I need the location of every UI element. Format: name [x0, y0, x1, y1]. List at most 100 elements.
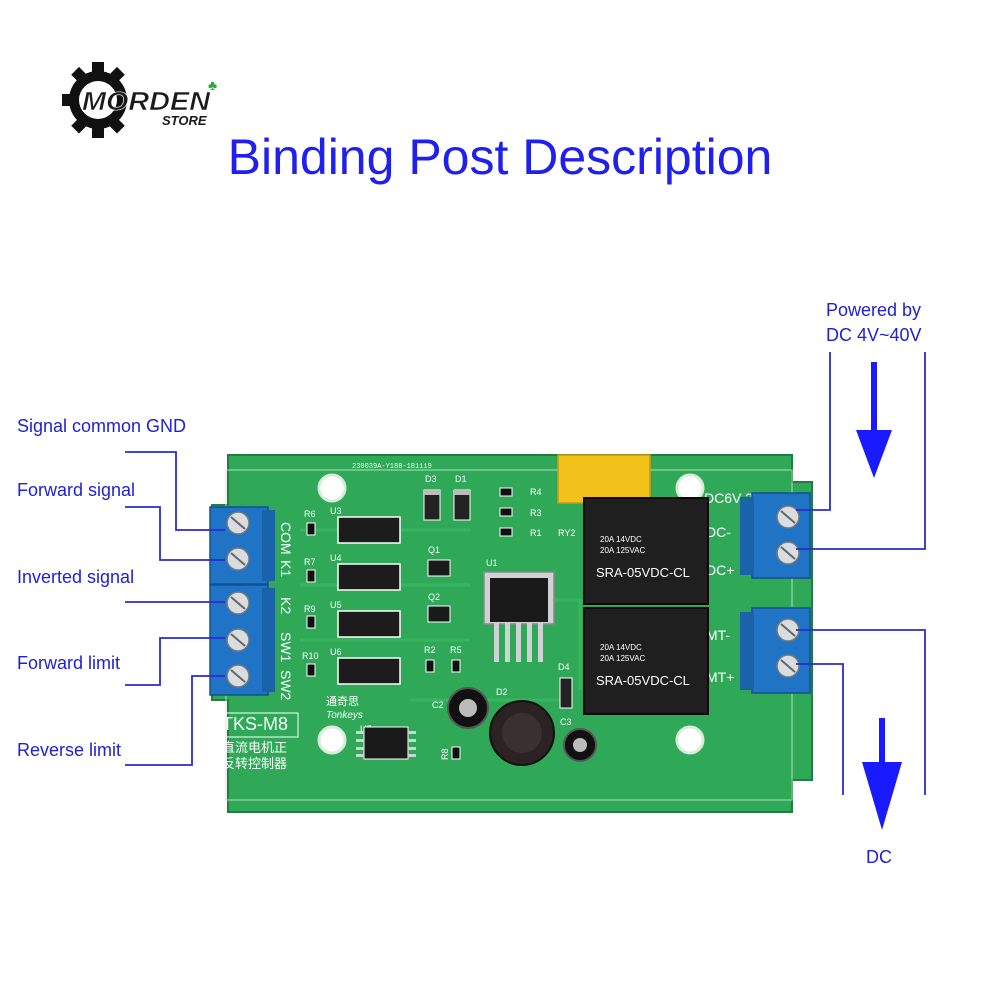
terminal-screw [226, 628, 250, 652]
mounting-hole [317, 725, 347, 755]
part-label: RY2 [558, 528, 575, 538]
relay-rating: 20A 125VAC [600, 546, 645, 555]
film-capacitor [557, 454, 651, 504]
relay-rating: 20A 14VDC [600, 643, 642, 652]
terminal-screw [226, 511, 250, 535]
diode-d3 [423, 489, 441, 521]
part-label: R5 [450, 645, 462, 655]
electrolytic-capacitor-c3 [563, 728, 597, 762]
board-serial: 230039A-Y188-181119 [352, 463, 432, 471]
terminal-screw [776, 654, 800, 678]
mounting-hole [675, 725, 705, 755]
terminal-screw [226, 591, 250, 615]
part-label: R6 [304, 509, 316, 519]
label-dc-output: DC [866, 847, 892, 867]
resistor [451, 659, 461, 673]
label-forward-signal: Forward signal [17, 480, 136, 500]
label-reverse-limit: Reverse limit [17, 740, 122, 760]
resistor [499, 507, 513, 517]
part-label: R8 [440, 748, 450, 760]
inductor [489, 700, 555, 766]
part-label: D3 [425, 474, 437, 484]
resistor [499, 527, 513, 537]
right-terminal-block-motor [740, 607, 811, 694]
brand-logo: MORDEN STORE ♣ [62, 62, 217, 138]
terminal-screw [776, 505, 800, 529]
terminal-screw [776, 541, 800, 565]
part-label: R4 [530, 487, 542, 497]
relay-rating: 20A 14VDC [600, 535, 642, 544]
part-label: D4 [558, 662, 570, 672]
mounting-hole [317, 473, 347, 503]
arrow-down-icon [856, 362, 892, 478]
label-inverted-signal: Inverted signal [17, 567, 135, 587]
label-forward-limit: Forward limit [17, 653, 121, 673]
label-powered-by: Powered by [826, 300, 922, 320]
resistor [306, 522, 316, 536]
terminal-label-k1: K1 [278, 560, 294, 577]
resistor [306, 569, 316, 583]
diode-d1 [453, 489, 471, 521]
ic-u7 [356, 726, 416, 760]
resistor [425, 659, 435, 673]
terminal-label-sw2: SW2 [278, 670, 294, 701]
label-signal-common-gnd: Signal common GND [17, 416, 187, 436]
arrow-down-icon [862, 718, 902, 830]
board-brand: Tonkeys [326, 710, 363, 721]
part-label: Q1 [428, 545, 440, 555]
terminal-label-dc-plus: DC+ [706, 562, 734, 578]
relay-1 [583, 497, 709, 605]
optocoupler [337, 563, 401, 591]
terminal-label-k2: K2 [278, 597, 294, 614]
part-label: C2 [432, 700, 444, 710]
part-label: U6 [330, 647, 342, 657]
terminal-label-sw1: SW1 [278, 632, 294, 663]
gear-icon [62, 62, 127, 138]
part-label: U4 [330, 553, 342, 563]
relay-rating: 20A 125VAC [600, 654, 645, 663]
right-terminal-block-power [740, 492, 811, 579]
part-label: U1 [486, 558, 498, 568]
part-label: R2 [424, 645, 436, 655]
terminal-label-com: COM [278, 522, 294, 555]
board-desc-cn-2: 反转控制器 [222, 756, 287, 771]
part-label: R9 [304, 604, 316, 614]
resistor [306, 663, 316, 677]
resistor [306, 615, 316, 629]
optocoupler [337, 610, 401, 638]
terminal-screw [226, 547, 250, 571]
part-label: R1 [530, 528, 542, 538]
model-box [217, 712, 299, 738]
board-model: TKS-M8 [222, 714, 288, 734]
logo-sub: STORE [162, 113, 207, 128]
part-label: R10 [302, 651, 319, 661]
diode-d4 [559, 677, 573, 709]
transistor-q1 [427, 559, 451, 577]
part-label: Q2 [428, 592, 440, 602]
terminal-label-mt-plus: MT+ [706, 669, 734, 685]
part-label: R7 [304, 557, 316, 567]
terminal-label-dc-minus: DC- [706, 524, 731, 540]
board-desc-cn-1: 直流电机正 [222, 740, 287, 755]
callout-lines-right [796, 352, 926, 795]
resistor [451, 746, 461, 760]
regulator-u1 [483, 571, 555, 662]
terminal-label-mt-minus: MT- [706, 627, 730, 643]
relay-2 [583, 607, 709, 715]
logo-brand: MORDEN [82, 86, 211, 116]
board-brand-cn: 通奇思 [326, 695, 359, 708]
part-label: D2 [496, 687, 508, 697]
optocoupler [337, 516, 401, 544]
label-power-voltage: DC 4V~40V [826, 325, 922, 345]
relay-model: SRA-05VDC-CL [596, 565, 690, 580]
electrolytic-capacitor-c2 [447, 687, 489, 729]
page-title: Binding Post Description [227, 129, 773, 185]
transistor-q2 [427, 605, 451, 623]
terminal-screw [776, 618, 800, 642]
part-label: R3 [530, 508, 542, 518]
terminal-screw [226, 664, 250, 688]
part-label: D1 [455, 474, 467, 484]
leaf-icon: ♣ [208, 77, 217, 93]
